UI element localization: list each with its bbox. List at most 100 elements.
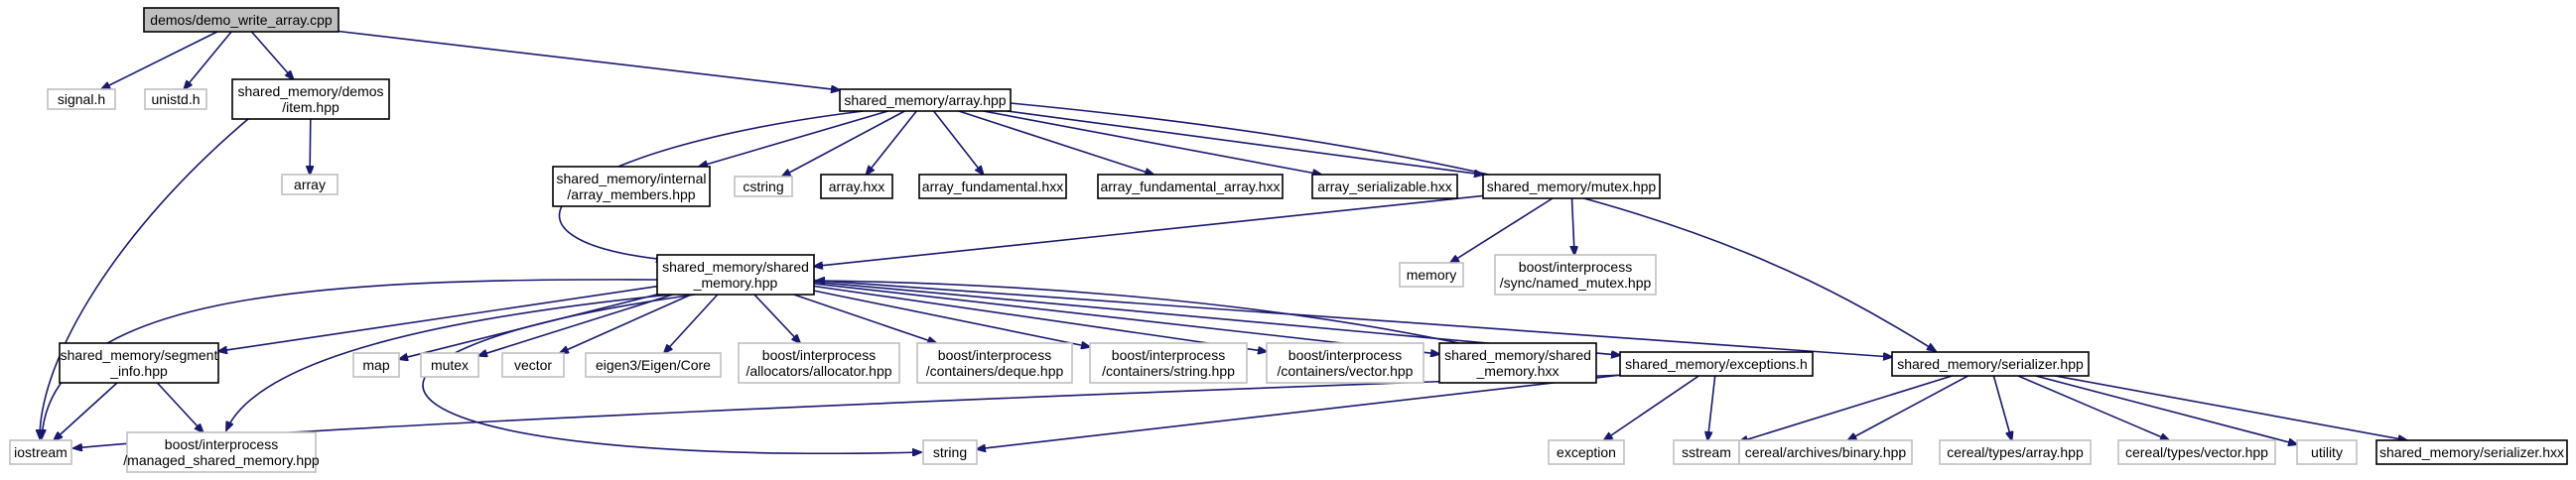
edge-exceptions-to-sstream	[1707, 375, 1716, 440]
node-box[interactable]	[552, 166, 711, 207]
node-label: boost/interprocess	[938, 347, 1051, 363]
node-shared-memory-hpp[interactable]: shared_memory/shared_memory.hpp	[656, 254, 815, 296]
node-array-members[interactable]: shared_memory/internal/array_members.hpp	[552, 166, 711, 207]
node-binary: cereal/archives/binary.hpp	[1738, 439, 1913, 465]
edge-shared-memory-hpp-to-string	[422, 294, 921, 453]
node-box	[734, 176, 793, 197]
node-label: shared_memory/segment	[61, 347, 218, 363]
node-box	[1494, 254, 1657, 296]
edge-shared-memory-hpp-to-alloc	[753, 294, 800, 343]
edge-shared-memory-hpp-to-eigen	[664, 294, 719, 353]
node-label: /array_members.hpp	[567, 186, 695, 202]
node-mutex-hpp[interactable]: shared_memory/mutex.hpp	[1482, 174, 1661, 199]
node-box[interactable]	[1311, 174, 1458, 199]
edge-shared-memory-hpp-to-bstring	[813, 290, 1090, 347]
edge-serializer-hpp-to-utility	[2035, 375, 2297, 444]
node-label: /sync/named_mutex.hpp	[1500, 275, 1652, 291]
node-box[interactable]	[656, 254, 815, 296]
edge-item-hpp-to-array	[310, 118, 311, 175]
node-label: array_serializable.hxx	[1317, 179, 1451, 194]
node-box	[922, 439, 978, 465]
node-box[interactable]	[1619, 351, 1814, 377]
node-box	[9, 439, 72, 465]
node-array-hpp[interactable]: shared_memory/array.hpp	[839, 88, 1012, 112]
node-label: eigen3/Eigen/Core	[596, 357, 711, 373]
node-label: _memory.hpp	[693, 275, 778, 291]
node-item-hpp[interactable]: shared_memory/demos/item.hpp	[231, 78, 390, 120]
node-label: _memory.hxx	[1476, 363, 1559, 379]
node-exceptions[interactable]: shared_memory/exceptions.h	[1619, 351, 1814, 377]
node-box	[738, 342, 900, 384]
edge-array-hpp-to-cstring	[782, 110, 905, 177]
node-array-fundamental[interactable]: array_fundamental.hxx	[918, 174, 1067, 199]
edge-exceptions-to-exception	[1604, 375, 1699, 440]
edge-array-hpp-to-array-hxx	[867, 110, 917, 175]
node-box	[420, 352, 479, 378]
edge-shared-memory-hpp-to-bvector	[813, 285, 1267, 352]
node-box[interactable]	[839, 88, 1012, 112]
node-named-mutex: boost/interprocess/sync/named_mutex.hpp	[1494, 254, 1657, 296]
edge-shared-memory-hpp-to-mutex	[478, 294, 673, 356]
node-array-hxx[interactable]: array.hxx	[820, 174, 893, 199]
node-box	[1266, 342, 1424, 384]
node-box	[144, 88, 207, 110]
node-label: shared_memory/serializer.hxx	[2379, 444, 2564, 460]
node-box	[585, 352, 722, 378]
edge-shared-memory-hpp-to-serializer-hpp	[813, 279, 1892, 357]
node-label: array_fundamental_array.hxx	[1100, 179, 1280, 194]
node-shared-memory-hxx[interactable]: shared_memory/shared_memory.hxx	[1438, 342, 1597, 384]
node-string: string	[922, 439, 978, 465]
edge-array-hpp-to-mutex-hpp	[1007, 110, 1483, 175]
node-label: /containers/string.hpp	[1102, 363, 1235, 379]
node-label: boost/interprocess	[165, 436, 278, 452]
node-array-serializable[interactable]: array_serializable.hxx	[1311, 174, 1458, 199]
node-label: boost/interprocess	[1288, 347, 1402, 363]
node-label: /containers/vector.hpp	[1278, 363, 1414, 379]
node-box[interactable]	[1482, 174, 1661, 199]
node-memory: memory	[1399, 262, 1464, 288]
node-box	[281, 174, 339, 195]
node-box[interactable]	[1097, 174, 1284, 199]
edge-array-hpp-to-array-members	[699, 110, 888, 167]
node-segment-info[interactable]: shared_memory/segment_info.hpp	[59, 342, 219, 384]
node-box[interactable]	[1891, 351, 2090, 377]
node-box[interactable]	[1438, 342, 1597, 384]
edge-serializer-hpp-to-serializer-hxx	[2055, 375, 2406, 440]
node-label: /managed_shared_memory.hpp	[123, 452, 320, 468]
node-label: array	[294, 177, 326, 192]
node-box[interactable]	[143, 7, 339, 33]
node-map: map	[352, 352, 400, 378]
node-box[interactable]	[231, 78, 390, 120]
node-sstream: sstream	[1673, 439, 1740, 465]
node-box[interactable]	[59, 342, 219, 384]
node-root[interactable]: demos/demo_write_array.cpp	[143, 7, 339, 33]
edges-layer	[40, 30, 2407, 454]
node-box[interactable]	[2375, 439, 2568, 465]
edge-root-to-array-hpp	[338, 30, 840, 90]
node-label: shared_memory/array.hpp	[844, 92, 1006, 108]
node-label: sstream	[1682, 444, 1731, 460]
edge-array-hpp-to-array-fundamental	[932, 110, 984, 175]
node-array: array	[281, 174, 339, 195]
node-box	[1089, 342, 1248, 384]
node-deque: boost/interprocess/containers/deque.hpp	[916, 342, 1073, 384]
node-unistd-h: unistd.h	[144, 88, 207, 110]
node-label: shared_memory/internal	[557, 171, 707, 186]
node-label: /containers/deque.hpp	[926, 363, 1064, 379]
node-box[interactable]	[820, 174, 893, 199]
node-serializer-hxx[interactable]: shared_memory/serializer.hxx	[2375, 439, 2568, 465]
edge-root-to-item-hpp	[250, 31, 294, 79]
edge-shared-memory-hpp-to-vector	[560, 294, 692, 353]
node-serializer-hpp[interactable]: shared_memory/serializer.hpp	[1891, 351, 2090, 377]
node-label: array_fundamental.hxx	[922, 179, 1063, 194]
edge-array-hpp-to-array-serializable	[983, 110, 1322, 175]
node-mutex: mutex	[420, 352, 479, 378]
node-label: unistd.h	[151, 91, 200, 107]
edge-shared-memory-hpp-to-managed	[226, 294, 672, 430]
node-array-fundamental-array[interactable]: array_fundamental_array.hxx	[1097, 174, 1284, 199]
node-label: boost/interprocess	[762, 347, 876, 363]
node-label: demos/demo_write_array.cpp	[150, 12, 333, 28]
node-bstring: boost/interprocess/containers/string.hpp	[1089, 342, 1248, 384]
node-box[interactable]	[918, 174, 1067, 199]
node-iostream: iostream	[9, 439, 72, 465]
